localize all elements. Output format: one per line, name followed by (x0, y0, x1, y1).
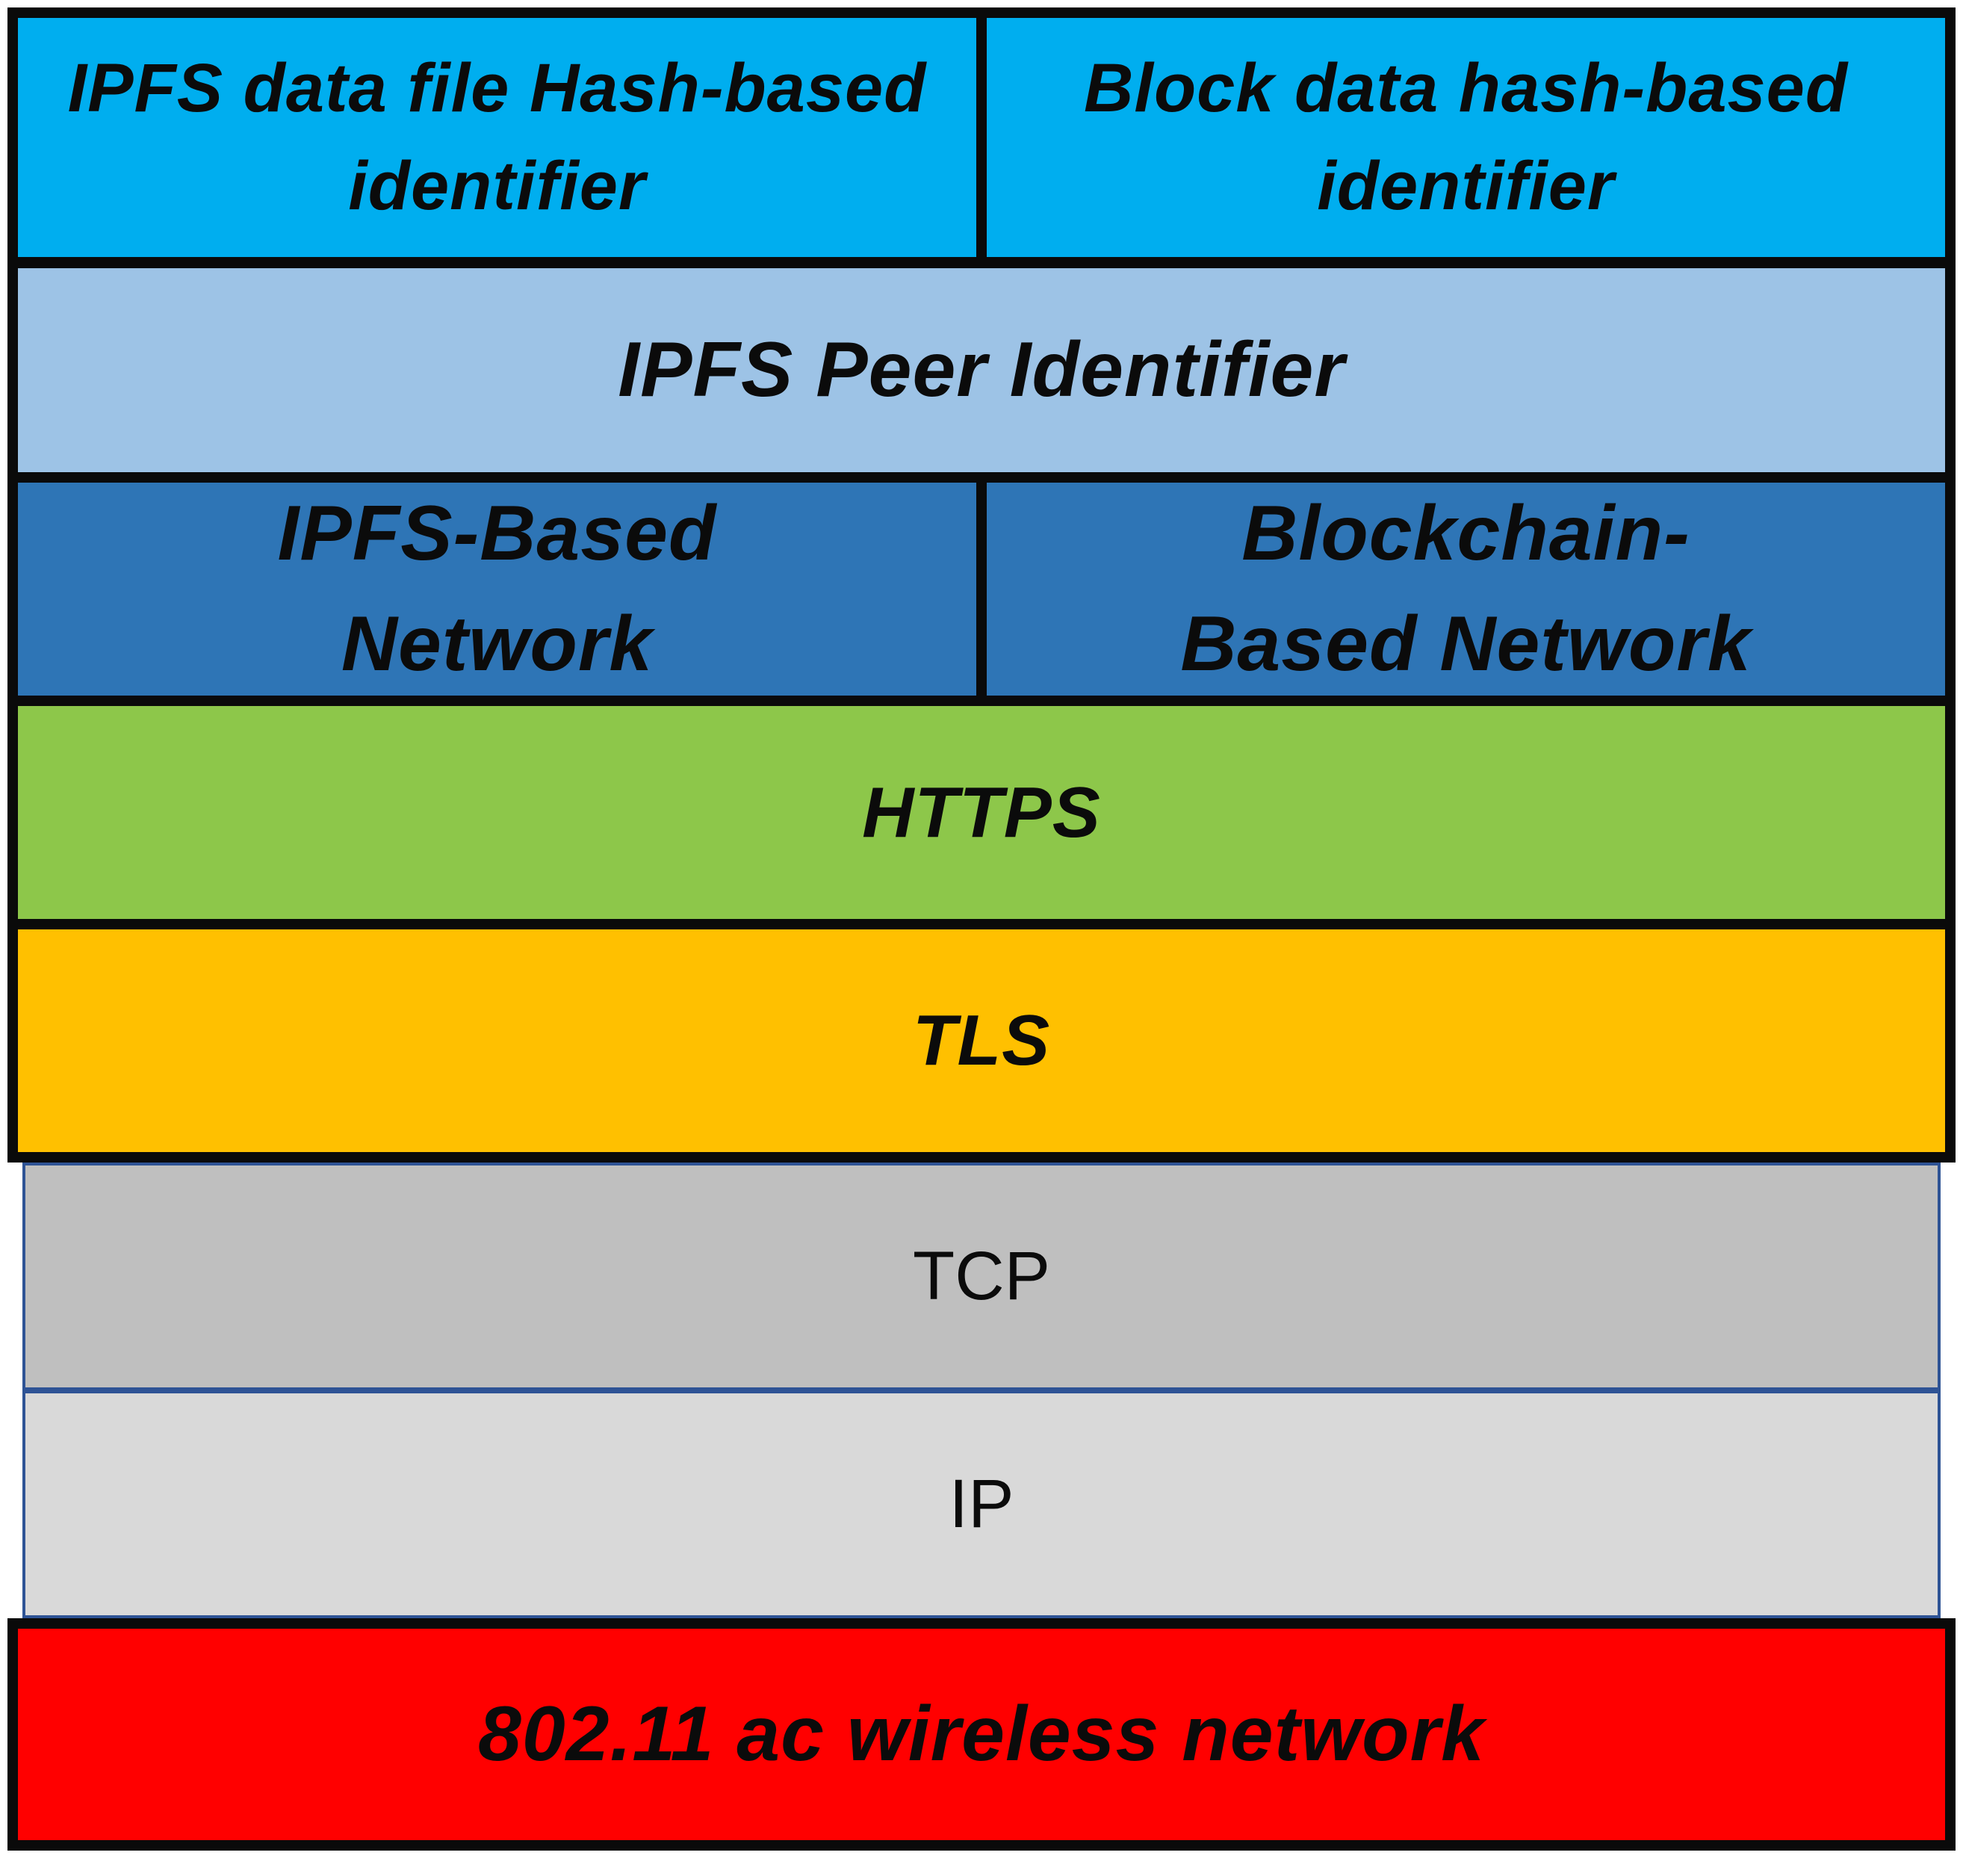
block-hash-line1: Block data hash-based (1083, 50, 1849, 127)
cell-ipfs-based-network: IPFS-Based Network (18, 483, 976, 696)
layer-networks: IPFS-Based Network Blockchain- Based Net… (7, 472, 1956, 706)
layer-ip: IP (22, 1390, 1941, 1618)
cell-blockchain-based-network: Blockchain- Based Network (987, 483, 1945, 696)
cell-tls: TLS (18, 929, 1945, 1152)
vertical-divider (976, 483, 987, 696)
ipfs-file-hash-line2: identifier (348, 148, 646, 224)
cell-block-data-hash-identifier: Block data hash-based identifier (987, 18, 1945, 257)
cell-https: HTTPS (18, 706, 1945, 919)
ipfs-network-line1: IPFS-Based (277, 489, 717, 577)
cell-ipfs-file-hash-identifier: IPFS data file Hash-based identifier (18, 18, 976, 257)
blockchain-network-line1: Blockchain- (1241, 489, 1690, 577)
ipfs-network-line2: Network (341, 600, 654, 687)
layer-ipfs-peer-identifier: IPFS Peer Identifier (7, 258, 1956, 483)
cell-tcp: TCP (25, 1165, 1938, 1387)
vertical-divider (976, 18, 987, 257)
ip-label: IP (949, 1466, 1014, 1543)
layer-hash-identifiers: IPFS data file Hash-based identifier Blo… (7, 7, 1956, 267)
ipfs-peer-identifier-label: IPFS Peer Identifier (618, 326, 1345, 413)
cell-ipfs-peer-identifier: IPFS Peer Identifier (18, 268, 1945, 472)
https-label: HTTPS (862, 772, 1101, 852)
tls-label: TLS (912, 1000, 1051, 1081)
ipfs-file-hash-line1: IPFS data file Hash-based (67, 50, 927, 127)
cell-wireless-network: 802.11 ac wireless network (18, 1629, 1945, 1840)
layer-tcp: TCP (22, 1163, 1941, 1390)
layer-tls: TLS (7, 919, 1956, 1163)
blockchain-network-line2: Based Network (1180, 600, 1752, 687)
layer-https: HTTPS (7, 696, 1956, 929)
tcp-label: TCP (913, 1238, 1050, 1315)
layer-wireless-network: 802.11 ac wireless network (7, 1618, 1956, 1851)
block-hash-line2: identifier (1317, 148, 1615, 224)
wireless-network-label: 802.11 ac wireless network (478, 1690, 1485, 1777)
cell-ip: IP (25, 1393, 1938, 1615)
